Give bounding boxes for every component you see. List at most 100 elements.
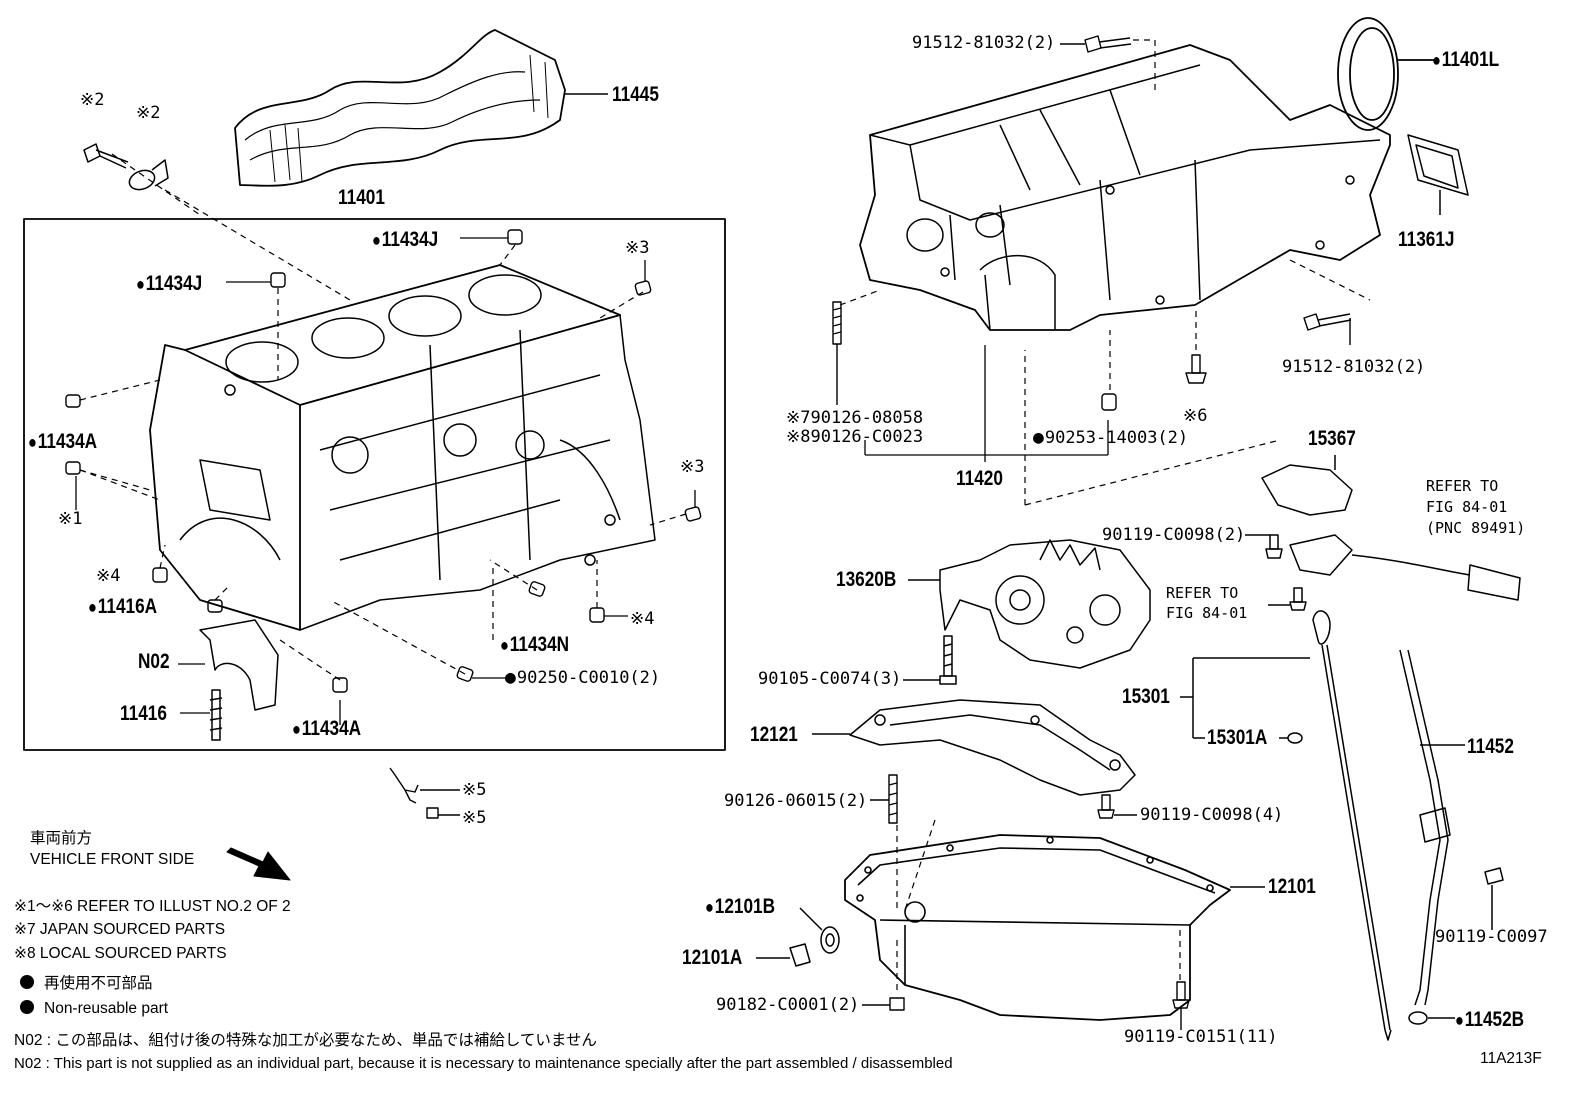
stud-90126-06015 (870, 774, 898, 824)
bearing-cap-drawing (199, 619, 279, 741)
mark-7: ※7 (786, 408, 811, 428)
mark-4a: ※4 (96, 566, 121, 586)
label-15367[interactable]: 15367 (1308, 427, 1356, 450)
label-90119-C0151[interactable]: 90119-C0151(11) (1124, 1027, 1278, 1047)
mark-2a: ※2 (80, 90, 105, 110)
label-11416[interactable]: 11416 (120, 702, 167, 725)
label-11420[interactable]: 11420 (956, 467, 1003, 490)
label-11416A[interactable]: 11416A (88, 595, 157, 619)
legend-nonreusable-en: Non-reusable part (20, 1000, 168, 1018)
oil-gauge-15301 (1180, 610, 1392, 1041)
label-90182[interactable]: 90182-C0001(2) (716, 995, 860, 1015)
refer2-line2: FIG 84-01 (1166, 604, 1248, 622)
cylinder-block-drawing (149, 264, 656, 631)
mark-6: ※6 (1183, 406, 1208, 426)
legend-nonreusable-jp: 再使用不可部品 (20, 975, 153, 993)
refer-84-01[interactable]: REFER TO FIG 84-01 (1166, 583, 1247, 623)
label-90105[interactable]: 90105-C0074(3) (758, 669, 902, 689)
oil-pan-bolts (862, 981, 1190, 1030)
mark-5b: ※5 (462, 808, 487, 828)
label-13620B[interactable]: 13620B (836, 568, 897, 591)
block-leader-lines (79, 153, 687, 681)
label-12101B[interactable]: 12101B (705, 895, 775, 919)
oil-seal-11401L (1337, 17, 1438, 131)
pin-90253 (1101, 393, 1117, 411)
label-90119-C0098-2[interactable]: 90119-C0098(2) (1102, 525, 1246, 545)
label-90119-C0097[interactable]: 90119-C0097 (1435, 927, 1548, 947)
bolt-91512-right (1303, 313, 1352, 345)
label-N02[interactable]: N02 (138, 650, 170, 673)
insulator-11445-drawing (234, 29, 608, 187)
mark-8: ※8 (786, 427, 811, 447)
label-90119-C0098-4[interactable]: 90119-C0098(4) (1140, 805, 1284, 825)
refer1-line1: REFER TO (1426, 477, 1499, 495)
label-12101[interactable]: 12101 (1268, 875, 1316, 898)
mark-1: ※1 (58, 509, 83, 529)
part-90126-08058[interactable]: 90126-08058 (810, 408, 924, 428)
label-11452B[interactable]: 11452B (1455, 1008, 1524, 1032)
label-11434J-top[interactable]: 11434J (372, 228, 439, 252)
note-n02-jp: N02 : この部品は、組付け後の特殊な加工が必要なため、単品では補給していませ… (14, 1032, 597, 1049)
label-90126-C0023[interactable]: ※890126-C0023 (786, 427, 923, 447)
block-dowels (65, 229, 702, 693)
oil-guide-11452 (1399, 649, 1504, 1025)
refer-84-01-pnc[interactable]: REFER TO FIG 84-01 (PNC 89491) (1426, 476, 1525, 539)
note-refer-illust: ※1～※6 REFER TO ILLUST NO.2 OF 2 (14, 898, 291, 915)
nonreusable-dot-icon (20, 1000, 34, 1014)
label-11445[interactable]: 11445 (612, 83, 659, 106)
label-11434A-bottom[interactable]: 11434A (292, 717, 361, 741)
oil-pump-drawing (903, 539, 1151, 685)
baffle-12121-drawing (812, 699, 1136, 796)
front-side-jp: 車両前方 (30, 830, 93, 847)
label-11401[interactable]: 11401 (338, 186, 385, 209)
clip-mark5 (389, 767, 460, 819)
refer2-line1: REFER TO (1166, 584, 1239, 602)
note-local-sourced: ※8 LOCAL SOURCED PARTS (14, 945, 227, 962)
mark-5a: ※5 (462, 780, 487, 800)
bolt-91512-top (1060, 35, 1132, 53)
label-90253[interactable]: 90253-14003(2) (1033, 428, 1188, 448)
label-15301A[interactable]: 15301A (1207, 726, 1268, 749)
oil-pan-dashed (896, 819, 1181, 995)
label-11434N[interactable]: 11434N (500, 633, 569, 657)
block-solid-leaders (75, 237, 696, 725)
label-11401L[interactable]: 11401L (1432, 48, 1499, 72)
label-11434A-left[interactable]: 11434A (28, 430, 97, 454)
stud-90126 (832, 301, 842, 405)
oil-pan-12101-drawing (844, 834, 1265, 1021)
label-12101A[interactable]: 12101A (682, 946, 743, 969)
mark-3a: ※3 (625, 238, 650, 258)
legend-nonreusable-en-text: Non-reusable part (44, 1000, 169, 1017)
refer1-line3: (PNC 89491) (1426, 519, 1526, 537)
drain-plug (756, 907, 840, 967)
note-japan-sourced: ※7 JAPAN SOURCED PARTS (14, 921, 226, 938)
crankcase-11420-drawing (859, 44, 1391, 331)
illustration-code: 11A213F (1480, 1050, 1542, 1067)
part-90126-C0023[interactable]: 90126-C0023 (810, 427, 924, 447)
label-90126-08058[interactable]: ※790126-08058 (786, 408, 923, 428)
label-11434J-left[interactable]: 11434J (136, 272, 203, 296)
cylinder-block-group-box (23, 218, 726, 751)
mark-4b: ※4 (630, 609, 655, 629)
front-side-en: VEHICLE FRONT SIDE (30, 851, 195, 868)
mark-3b: ※3 (680, 457, 705, 477)
label-90126-06015[interactable]: 90126-06015(2) (724, 791, 868, 811)
mark-2b: ※2 (136, 103, 161, 123)
label-91512-right[interactable]: 91512-81032(2) (1282, 357, 1426, 377)
label-15301[interactable]: 15301 (1122, 685, 1170, 708)
gasket-11361J (1407, 134, 1469, 215)
bolt-and-collar-2 (83, 143, 169, 191)
crankcase-dashed (839, 39, 1371, 506)
label-91512-top[interactable]: 91512-81032(2) (912, 33, 1056, 53)
label-12121[interactable]: 12121 (750, 723, 798, 746)
label-11452[interactable]: 11452 (1467, 735, 1514, 758)
note-n02-en: N02 : This part is not supplied as an in… (14, 1055, 953, 1072)
legend-nonreusable-jp-text: 再使用不可部品 (44, 975, 153, 992)
refer1-line2: FIG 84-01 (1426, 498, 1508, 516)
front-arrow-icon (226, 847, 291, 881)
bolt-mark6 (1185, 354, 1207, 384)
nonreusable-dot-icon (20, 975, 34, 989)
label-11361J[interactable]: 11361J (1398, 228, 1455, 251)
label-90250[interactable]: 90250-C0010(2) (505, 668, 660, 688)
